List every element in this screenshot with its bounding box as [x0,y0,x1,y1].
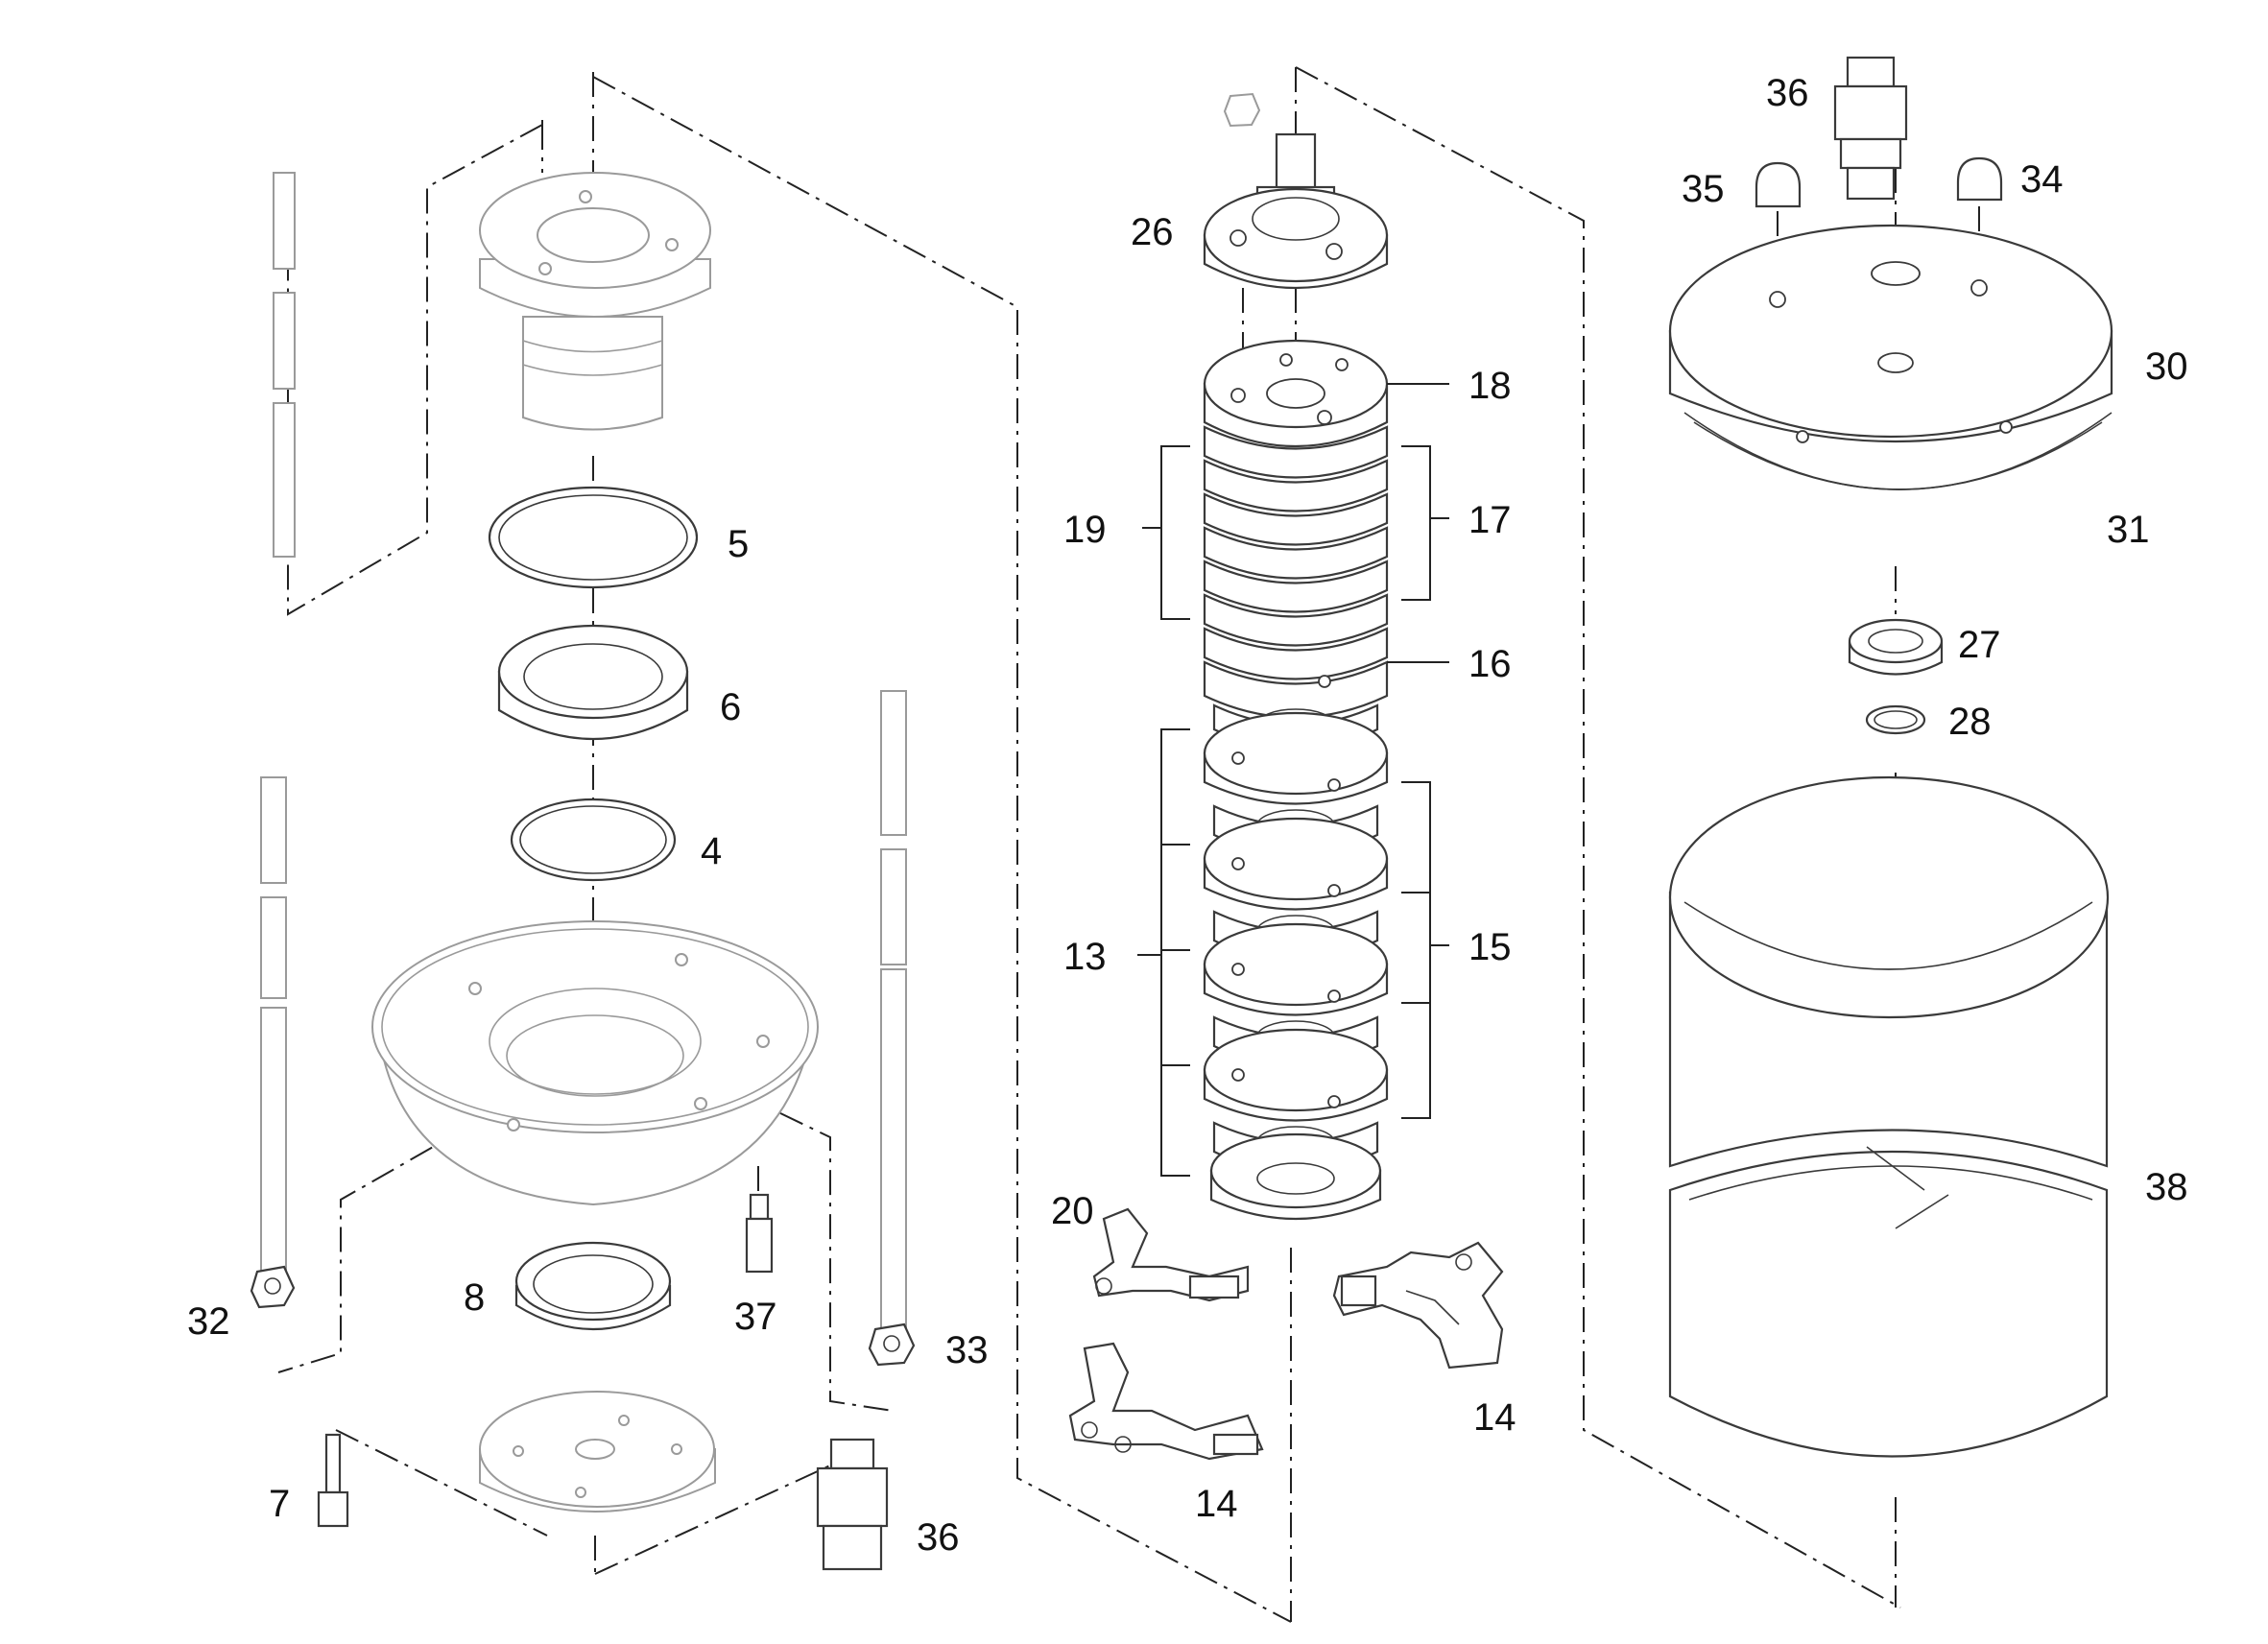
cable-gland-36-upper [1833,56,1908,201]
callout-28: 28 [1948,701,1992,743]
housing-38 [1668,775,2110,1458]
callout-17: 17 [1468,499,1512,541]
leader-lines [1137,383,1449,1177]
callout-7: 7 [269,1483,290,1525]
callout-15: 15 [1468,926,1512,968]
callout-32: 32 [187,1300,230,1343]
callout-37: 37 [734,1296,777,1338]
callout-34: 34 [2020,158,2064,201]
callout-20: 20 [1051,1190,1094,1232]
retaining-ring-28 [1865,704,1926,735]
brush-holder-20 [1092,1207,1250,1302]
cover-30 [1668,224,2113,443]
disc-pack-13-15 [1203,703,1389,1221]
callout-18: 18 [1468,365,1512,407]
seal-ring-8 [514,1241,672,1331]
nut-top-center [1223,92,1261,128]
disc-pack-17-19 [1203,425,1389,680]
disc-16 [1203,660,1389,719]
bearing-27 [1848,618,1944,676]
brush-holder-14-right [1332,1241,1504,1370]
cable-gland-36-lower [816,1438,889,1571]
stud-37 [745,1193,774,1274]
bearing-housing-top [479,172,711,431]
nut-32 [250,1265,296,1309]
seal-ring-6 [497,624,689,740]
callout-31: 31 [2107,509,2150,551]
callout-4: 4 [701,830,722,872]
nut-33 [868,1322,916,1367]
disc-stack [1203,339,1389,1221]
callout-13: 13 [1063,936,1107,978]
acorn-nut-34 [1956,156,2003,202]
callout-30: 30 [2145,345,2188,388]
disc-18 [1203,339,1389,447]
bearing-flange [371,920,819,1206]
callout-labels: 5 6 4 8 37 32 33 7 36 26 18 19 17 16 13 … [187,72,2188,1559]
threaded-rod-right [880,690,907,1335]
threaded-rod-upper-left [273,172,296,558]
gasket-31 [1683,412,2113,490]
bolt-7 [317,1433,349,1528]
callout-27: 27 [1958,624,2001,666]
callout-35: 35 [1682,168,1725,210]
threaded-rod-left [260,776,287,1287]
callout-5: 5 [728,523,749,565]
callout-14-right: 14 [1473,1396,1516,1439]
callout-26: 26 [1131,211,1174,253]
shaft-plate-26 [1203,132,1389,289]
base-plate [479,1391,716,1513]
acorn-nut-35 [1755,161,1802,208]
callout-8: 8 [464,1276,485,1319]
callout-38: 38 [2145,1166,2188,1208]
brush-holder-14-left [1068,1342,1264,1461]
callout-36-upper: 36 [1766,72,1809,114]
callout-16: 16 [1468,643,1512,685]
retaining-ring-4 [510,798,677,882]
callout-36-lower: 36 [917,1516,960,1559]
callout-6: 6 [720,686,741,728]
callout-19: 19 [1063,509,1107,551]
callout-33: 33 [945,1329,989,1371]
retaining-ring-5 [488,486,699,589]
callout-14-left: 14 [1195,1483,1238,1525]
